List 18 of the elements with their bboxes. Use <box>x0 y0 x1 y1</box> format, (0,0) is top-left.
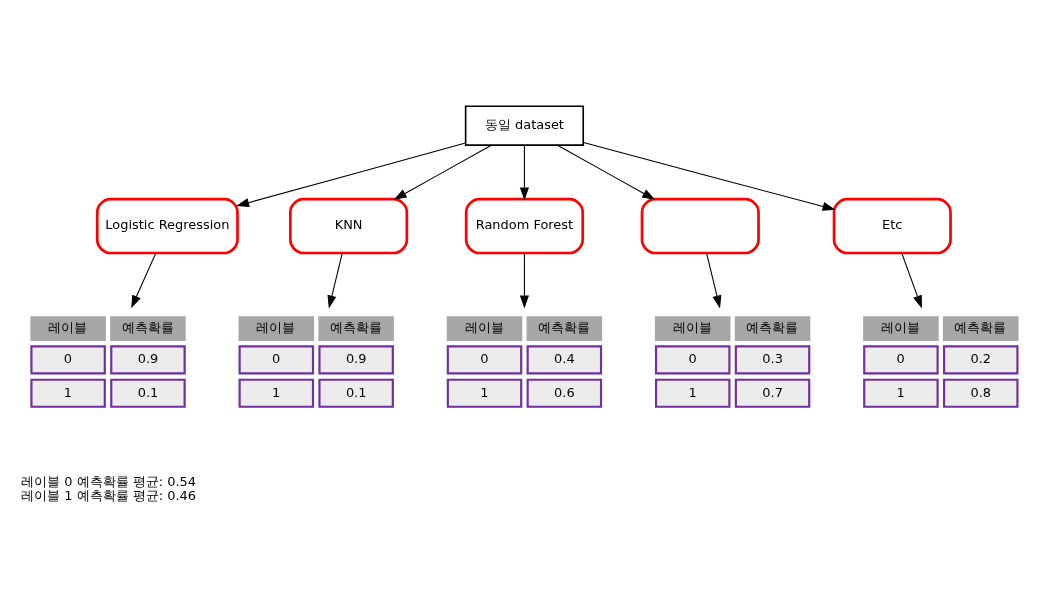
arrow <box>236 142 466 207</box>
node-box: KNN <box>289 197 409 254</box>
node-box: Logistic Regression <box>95 197 239 254</box>
arrow <box>519 144 529 200</box>
arrow <box>327 252 343 308</box>
arrow <box>519 252 529 308</box>
arrow <box>556 144 656 200</box>
node-box: Etc <box>832 197 952 254</box>
label: 레이블 0 예측확률 평균: 0.54 <box>21 473 197 489</box>
node-box: 동일 dataset <box>464 105 585 146</box>
arrow <box>131 252 157 308</box>
arrow <box>706 252 722 308</box>
node-box <box>640 197 760 254</box>
arrow <box>393 144 492 200</box>
arrow <box>901 252 922 308</box>
label: 레이블 1 예측확률 평균: 0.46 <box>21 487 197 503</box>
arrow <box>583 141 836 211</box>
node-box: Random Forest <box>464 197 585 254</box>
